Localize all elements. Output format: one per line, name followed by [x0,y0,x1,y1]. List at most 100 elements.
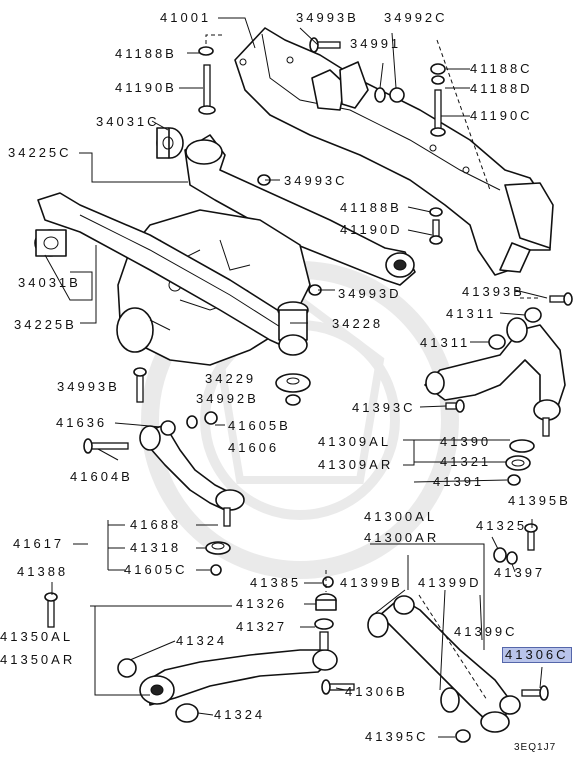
label-41324-a: 41324 [176,633,228,648]
label-41309AL: 41309AL [318,434,392,449]
label-41306C-highlighted[interactable]: 41306C [502,647,572,663]
label-41190D: 41190D [340,222,403,237]
label-34993B-lower: 34993B [57,379,120,394]
label-34993D: 34993D [338,286,402,301]
label-41395B: 41395B [508,493,571,508]
label-41350AR: 41350AR [0,652,76,667]
label-34229: 34229 [205,371,257,386]
upper-arm-41309 [424,317,566,437]
nut-41605C [210,564,222,576]
label-34992B: 34992B [196,391,259,406]
label-41321: 41321 [440,454,492,469]
bolt-41190B [198,64,216,115]
label-41605C: 41605C [124,562,188,577]
label-41385: 41385 [250,575,302,590]
washer-41188C [430,63,446,75]
washer-34229 [275,373,311,393]
label-41306B: 41306B [345,684,408,699]
label-41390: 41390 [440,434,492,449]
nut-34992B [285,394,301,406]
label-34031C: 34031C [96,114,160,129]
label-41188B-top: 41188B [115,46,177,61]
label-41188D: 41188D [470,81,533,96]
bolt-41604B [83,438,129,454]
washer-41636 [160,420,176,436]
label-34031B: 34031B [18,275,81,290]
nut-41385 [322,576,334,588]
label-41300AR: 41300AR [364,530,440,545]
mount-34228 [277,301,309,356]
label-41388: 41388 [17,564,69,579]
label-41350AL: 41350AL [0,629,74,644]
diff-support-upper [184,134,416,286]
ring-41327 [314,618,334,630]
boot-41321 [505,455,531,471]
lower-arm-41350 [139,631,338,706]
label-41325: 41325 [476,518,528,533]
bolt-41393B [549,292,573,306]
label-41001: 41001 [160,10,212,25]
crossmember-41001 [234,27,554,276]
bolt-34993B-b [133,367,147,403]
diagram-code: 3EQ1J7 [514,742,557,753]
leader-lines [44,17,548,738]
washer-41311b [488,334,506,350]
label-41190C: 41190C [470,108,533,123]
label-41399B: 41399B [340,575,403,590]
label-41688: 41688 [130,517,182,532]
bolt-41395B [524,523,538,551]
nut-41606 [204,411,218,425]
label-41311-b: 41311 [420,335,471,350]
alignment-lines [205,34,540,701]
label-41399C: 41399C [454,624,518,639]
arm-41617 [139,424,245,527]
label-41327: 41327 [236,619,288,634]
label-41326: 41326 [236,596,288,611]
label-41393B: 41393B [462,284,525,299]
label-41324-b: 41324 [214,707,266,722]
bolt-41306B [321,679,355,695]
lower-arm-41300 [367,595,521,733]
bolt-41388 [44,592,58,628]
label-41636: 41636 [56,415,108,430]
label-41311-a: 41311 [446,306,497,321]
bolt-41393C [445,399,465,413]
washer-34991 [374,87,386,103]
nut-41391 [507,474,521,486]
nut-34992C [389,87,405,103]
nut-41395C [455,729,471,743]
bolt-34993B [309,37,341,53]
label-41188C: 41188C [470,61,533,76]
label-41399D: 41399D [418,575,482,590]
bushing-34031B [34,229,67,257]
label-34225B: 34225B [14,317,77,332]
boot-41326 [315,593,337,611]
label-41397: 41397 [494,565,546,580]
bolt-41306C [521,685,549,701]
label-41395C: 41395C [365,729,429,744]
label-34228: 34228 [332,316,384,331]
label-41300AL: 41300AL [364,509,438,524]
washer-41188B-m [429,207,443,217]
label-41604B: 41604B [70,469,133,484]
bushing-34031C [156,127,184,159]
label-34993B: 34993B [296,10,359,25]
nut-41397 [506,551,518,565]
label-34992C: 34992C [384,10,448,25]
ring-41390 [509,439,535,453]
label-41606: 41606 [228,440,280,455]
washer-41324a [117,658,137,678]
label-41318: 41318 [130,540,182,555]
bolt-41190C [430,89,446,137]
label-34225C: 34225C [8,145,72,160]
ring-41318 [205,541,231,555]
label-34991: 34991 [350,36,402,51]
label-41393C: 41393C [352,400,416,415]
label-41617: 41617 [13,536,65,551]
label-41309AR: 41309AR [318,457,394,472]
washer-41311a [524,307,542,323]
washer-41325 [493,547,507,563]
bolt-41190D [429,219,443,245]
